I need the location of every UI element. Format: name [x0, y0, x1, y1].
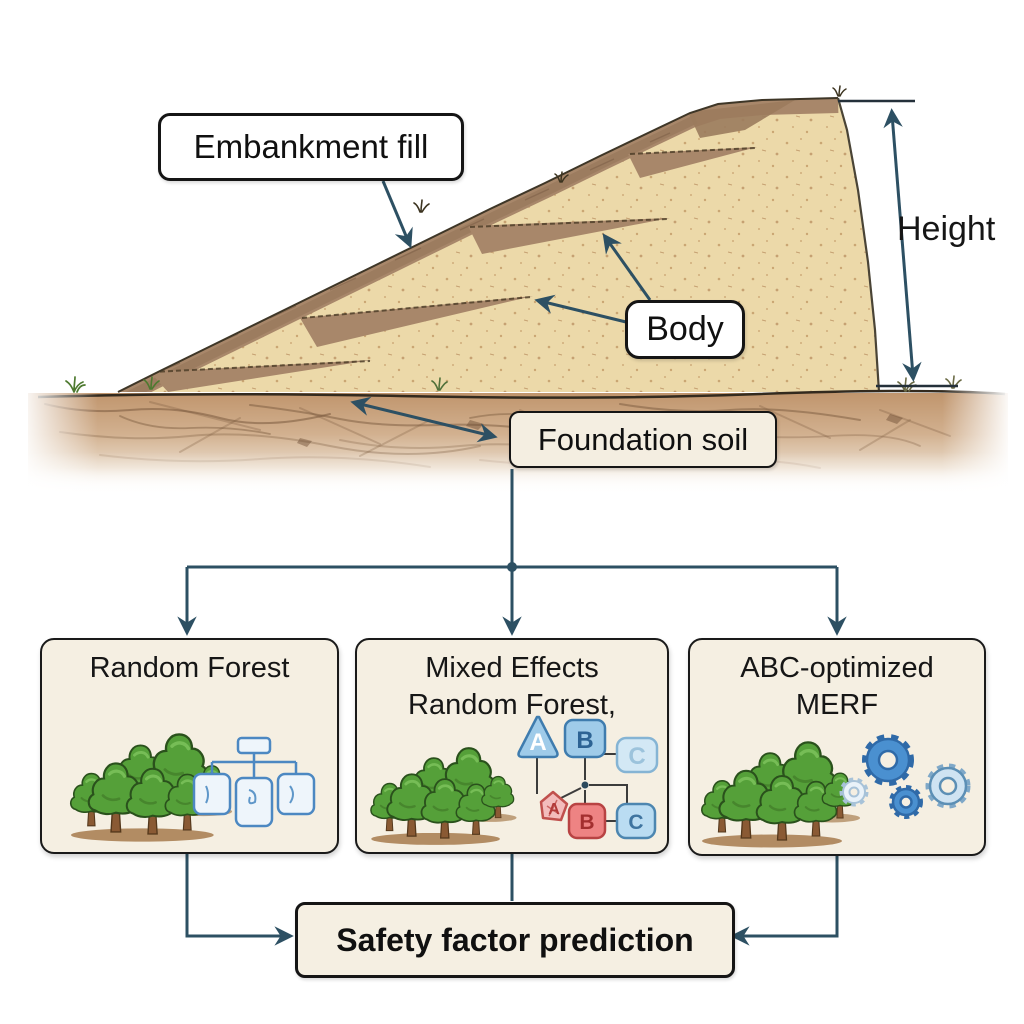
body-text: Body [646, 310, 724, 348]
forest-icon [371, 748, 517, 845]
box-mixed-effects-random-forest: Mixed Effects Random Forest, A B C A B C [355, 638, 669, 854]
body-arrow-lower [534, 294, 627, 324]
gear-light [925, 763, 971, 809]
box-title: Mixed Effects Random Forest, [357, 650, 667, 724]
node-b-bottom-label: B [579, 811, 594, 834]
junction-dot [507, 562, 517, 572]
foundation-soil-arrow [350, 396, 498, 443]
node-b-top-label: B [576, 727, 593, 754]
box-title-line: ABC-optimized [740, 652, 934, 684]
box-abc-optimized-merf: ABC-optimized MERF [688, 638, 986, 856]
output-arrow-left [185, 852, 294, 946]
box-title-line: Random Forest, [408, 689, 616, 721]
random-forest-icon [42, 708, 316, 850]
label-foundation-soil: Foundation soil [509, 411, 777, 468]
box-title: Random Forest [42, 650, 337, 687]
embankment-fill-arrow [381, 180, 413, 249]
grass-tufts [65, 85, 962, 393]
callout-arrows [350, 180, 652, 443]
height-label: Height [897, 210, 996, 248]
node-a-top-label: A [529, 729, 546, 756]
output-arrow-right [730, 852, 839, 946]
safety-factor-prediction-box: Safety factor prediction [295, 902, 735, 978]
merf-icon: A B C A B C [357, 715, 659, 850]
box-title: ABC-optimized MERF [690, 650, 984, 724]
embankment-outline [117, 97, 881, 393]
label-body: Body [625, 300, 745, 359]
box-random-forest: Random Forest [40, 638, 339, 854]
embankment-fill-text: Embankment fill [193, 128, 429, 165]
body-arrow-upper [602, 233, 652, 301]
safety-factor-text: Safety factor prediction [336, 921, 694, 958]
box-title-line: MERF [795, 689, 879, 721]
decision-tree-icon [192, 736, 316, 828]
abc-network-icon: A B C A B C [517, 715, 659, 840]
label-embankment-fill: Embankment fill [158, 113, 464, 181]
box-title-line: Random Forest [89, 652, 290, 684]
height-dimension-arrow [883, 108, 922, 382]
gears-icon [839, 734, 971, 819]
abc-merf-icon [690, 734, 971, 852]
gear-pale [839, 777, 869, 807]
height-dimension: Height [838, 99, 996, 388]
ground-line [37, 389, 1006, 399]
node-c-top-label: C [628, 743, 645, 770]
gear-large [862, 734, 914, 786]
node-c-bottom-label: C [628, 811, 643, 834]
gear-small [889, 785, 923, 819]
forest-icon [702, 742, 860, 847]
foundation-soil-text: Foundation soil [537, 421, 749, 457]
box-title-line: Mixed Effects [425, 652, 599, 684]
node-a-bottom-label: A [548, 801, 560, 818]
